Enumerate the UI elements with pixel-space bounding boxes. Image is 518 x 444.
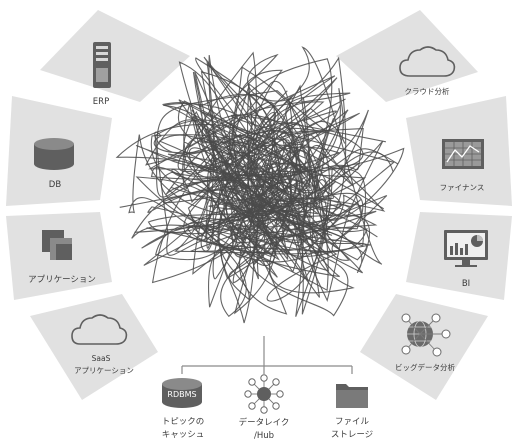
folder-icon	[336, 384, 368, 408]
cloud-icon	[399, 46, 456, 77]
label-apps: アプリケーション	[28, 275, 96, 285]
label-bi: BI	[462, 279, 470, 289]
tangle-strand	[119, 53, 352, 318]
label-db: DB	[49, 180, 62, 190]
server-tower-icon	[93, 42, 111, 88]
label-saas-line1: SaaS	[92, 354, 111, 363]
label-bigdata: ビッグデータ分析	[395, 362, 455, 372]
segment-saas	[30, 294, 158, 400]
rdbms-icon-text: RDBMS	[167, 390, 196, 399]
segment-cloud-analytics	[336, 10, 478, 102]
label-files-line1: ファイル	[335, 417, 370, 427]
label-rdbms-line2: キャッシュ	[162, 430, 205, 440]
label-datalake-line1: データレイク	[239, 417, 290, 428]
label-finance: ファイナンス	[440, 183, 485, 192]
database-cylinder-icon	[34, 138, 74, 170]
tangle-strand	[131, 61, 384, 261]
globe-network-icon	[401, 313, 451, 357]
spreadsheet-chart-icon	[442, 139, 484, 169]
tangle-strand	[146, 80, 395, 298]
database-cylinder-icon	[162, 378, 202, 408]
label-datalake-line2: /Hub	[254, 431, 274, 441]
hub-network-icon	[244, 374, 284, 414]
stacked-windows-icon	[42, 230, 72, 260]
label-files-line2: ストレージ	[331, 430, 373, 440]
monitor-dashboard-icon	[444, 230, 488, 267]
cloud-icon	[71, 314, 128, 345]
label-rdbms-line1: トピックの	[162, 417, 205, 427]
label-saas-line2: アプリケーション	[74, 366, 134, 375]
bottom-connector	[181, 336, 353, 374]
label-cloud-analytics: クラウド分析	[405, 86, 450, 96]
label-erp: ERP	[93, 97, 109, 107]
segment-bigdata	[360, 294, 488, 400]
segment-erp	[40, 10, 190, 102]
tangled-connections	[115, 46, 405, 324]
tangle-strand	[128, 57, 394, 317]
